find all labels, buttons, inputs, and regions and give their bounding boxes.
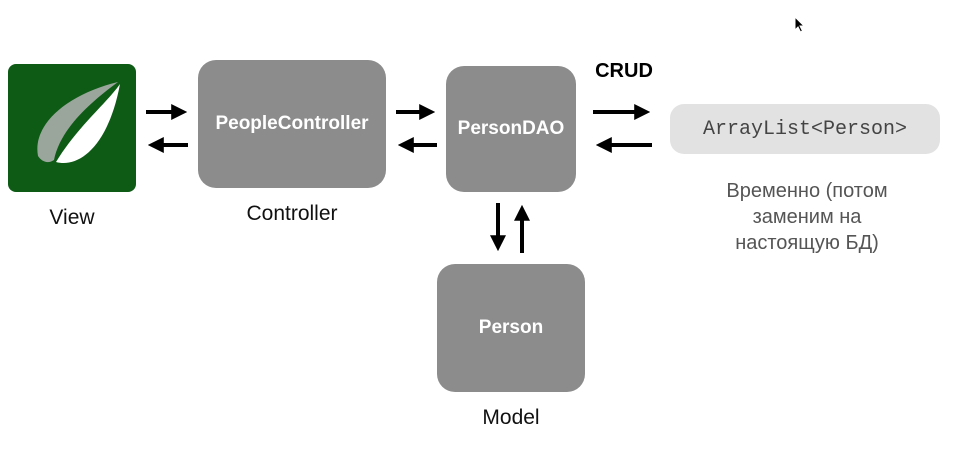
person-dao-box: PersonDAO [446, 66, 576, 192]
person-dao-label: PersonDAO [457, 118, 565, 139]
person-model-label: Person [478, 317, 544, 338]
model-caption: Model [482, 406, 540, 429]
mouse-cursor-icon [794, 16, 806, 33]
person-model-box: Person [437, 264, 585, 392]
crud-label: CRUD [595, 60, 653, 82]
storage-note: Временно (потом заменим на настоящую БД) [682, 178, 932, 256]
arraylist-storage-box: ArrayList<Person> [670, 104, 940, 154]
people-controller-label: PeopleController [215, 113, 369, 134]
storage-note-line: заменим на [752, 206, 862, 228]
arraylist-storage-label: ArrayList<Person> [702, 117, 908, 141]
storage-note-line: Временно (потом [726, 180, 888, 202]
controller-caption: Controller [246, 202, 338, 225]
storage-note-line: настоящую БД) [735, 232, 879, 254]
view-logo-tile [8, 64, 136, 192]
people-controller-box: PeopleController [198, 60, 386, 188]
view-caption: View [49, 206, 95, 229]
leaf-logo-icon [37, 82, 120, 164]
